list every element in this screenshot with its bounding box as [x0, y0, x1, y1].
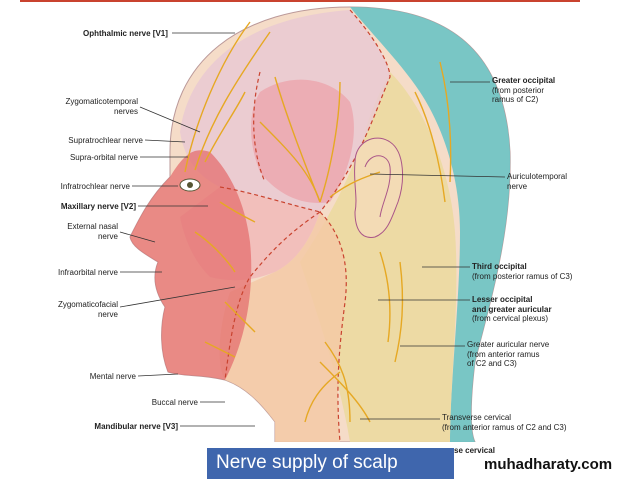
head-illustration [119, 6, 511, 442]
label-greater-auricular: Greater auricular nerve(from anterior ra… [467, 340, 550, 368]
dermatome-boundaries [219, 9, 391, 442]
label-supratrochlear: Supratrochlear nerve [68, 136, 143, 145]
v3-region [219, 212, 347, 442]
occipital-region [350, 7, 511, 442]
top-rule [20, 0, 580, 2]
label-mandibular: Mandibular nerve [V3] [94, 422, 178, 431]
label-ophthalmic: Ophthalmic nerve [V1] [83, 29, 168, 38]
nerve-branches [184, 21, 452, 423]
pointer-lines [119, 32, 506, 427]
caption-title: Nerve supply of scalp [216, 452, 398, 473]
caption-box [207, 448, 454, 479]
caption-tail: se cervical [454, 446, 495, 455]
facial-muscles [130, 150, 252, 380]
label-supraorbital: Supra-orbital nerve [69, 153, 138, 162]
label-buccal: Buccal nerve [151, 398, 198, 407]
label-transverse-cervical: Transverse cervical(from anterior ramus … [442, 413, 567, 432]
label-infraorbital: Infraorbital nerve [57, 268, 118, 277]
label-mental: Mental nerve [89, 372, 136, 381]
label-infratrochlear: Infratrochlear nerve [60, 182, 130, 191]
watermark: muhadharaty.com [484, 456, 613, 473]
label-third-occipital: Third occipital(from posterior ramus of … [472, 262, 573, 281]
diagram: Ophthalmic nerve [V1] Zygomaticotemporal… [20, 2, 580, 442]
label-maxillary: Maxillary nerve [V2] [60, 202, 136, 211]
